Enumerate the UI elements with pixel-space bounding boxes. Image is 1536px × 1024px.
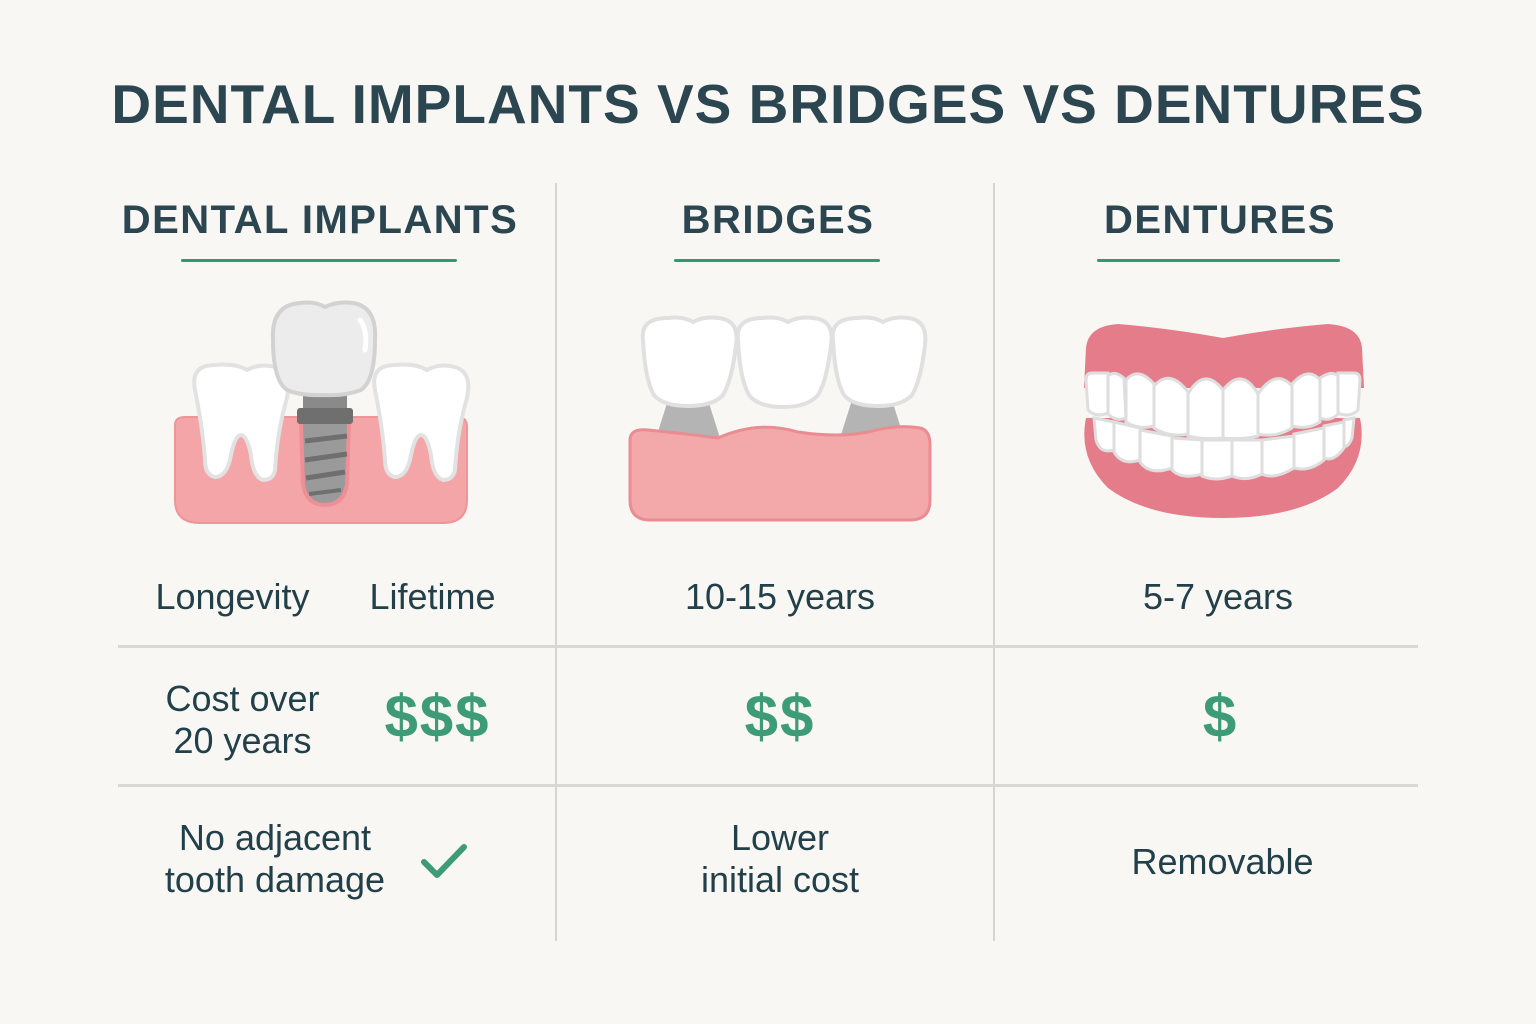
cost-label-line2: 20 years — [173, 720, 312, 761]
dentures-illustration — [1078, 318, 1368, 518]
implants-benefit: No adjacent tooth damage — [130, 817, 420, 901]
bridges-benefit-line2: initial cost — [700, 859, 860, 900]
dentures-benefit: Removable — [1131, 841, 1314, 882]
column-header-dentures: DENTURES — [1103, 198, 1337, 242]
row-divider — [118, 784, 1418, 787]
bridges-benefit-line1: Lower — [730, 817, 830, 858]
check-icon — [420, 842, 468, 882]
header-underline — [181, 259, 457, 262]
column-header-implants: DENTAL IMPLANTS — [121, 198, 519, 242]
dentures-longevity-value: 5-7 years — [1142, 576, 1294, 617]
dentures-cost-value: $ — [1202, 683, 1239, 750]
column-divider — [555, 183, 557, 941]
header-underline — [674, 259, 880, 262]
column-header-bridges: BRIDGES — [681, 198, 875, 242]
bridges-benefit: Lower initial cost — [560, 817, 1000, 901]
cost-label-line1: Cost over — [165, 678, 320, 719]
row-divider — [118, 645, 1418, 648]
implants-longevity-value: Lifetime — [369, 576, 496, 617]
implant-illustration — [165, 295, 475, 530]
page-title: DENTAL IMPLANTS VS BRIDGES VS DENTURES — [111, 73, 1425, 135]
cost-label: Cost over 20 years — [140, 678, 345, 762]
bridges-longevity-value: 10-15 years — [684, 576, 876, 617]
bridge-illustration — [628, 310, 933, 525]
bridges-cost-value: $$ — [744, 683, 816, 750]
column-divider — [993, 183, 995, 941]
implants-benefit-line2: tooth damage — [164, 859, 386, 900]
header-underline — [1097, 259, 1340, 262]
implants-cost-value: $$$ — [384, 683, 491, 750]
implants-benefit-line1: No adjacent — [178, 817, 372, 858]
longevity-label: Longevity — [155, 576, 310, 617]
